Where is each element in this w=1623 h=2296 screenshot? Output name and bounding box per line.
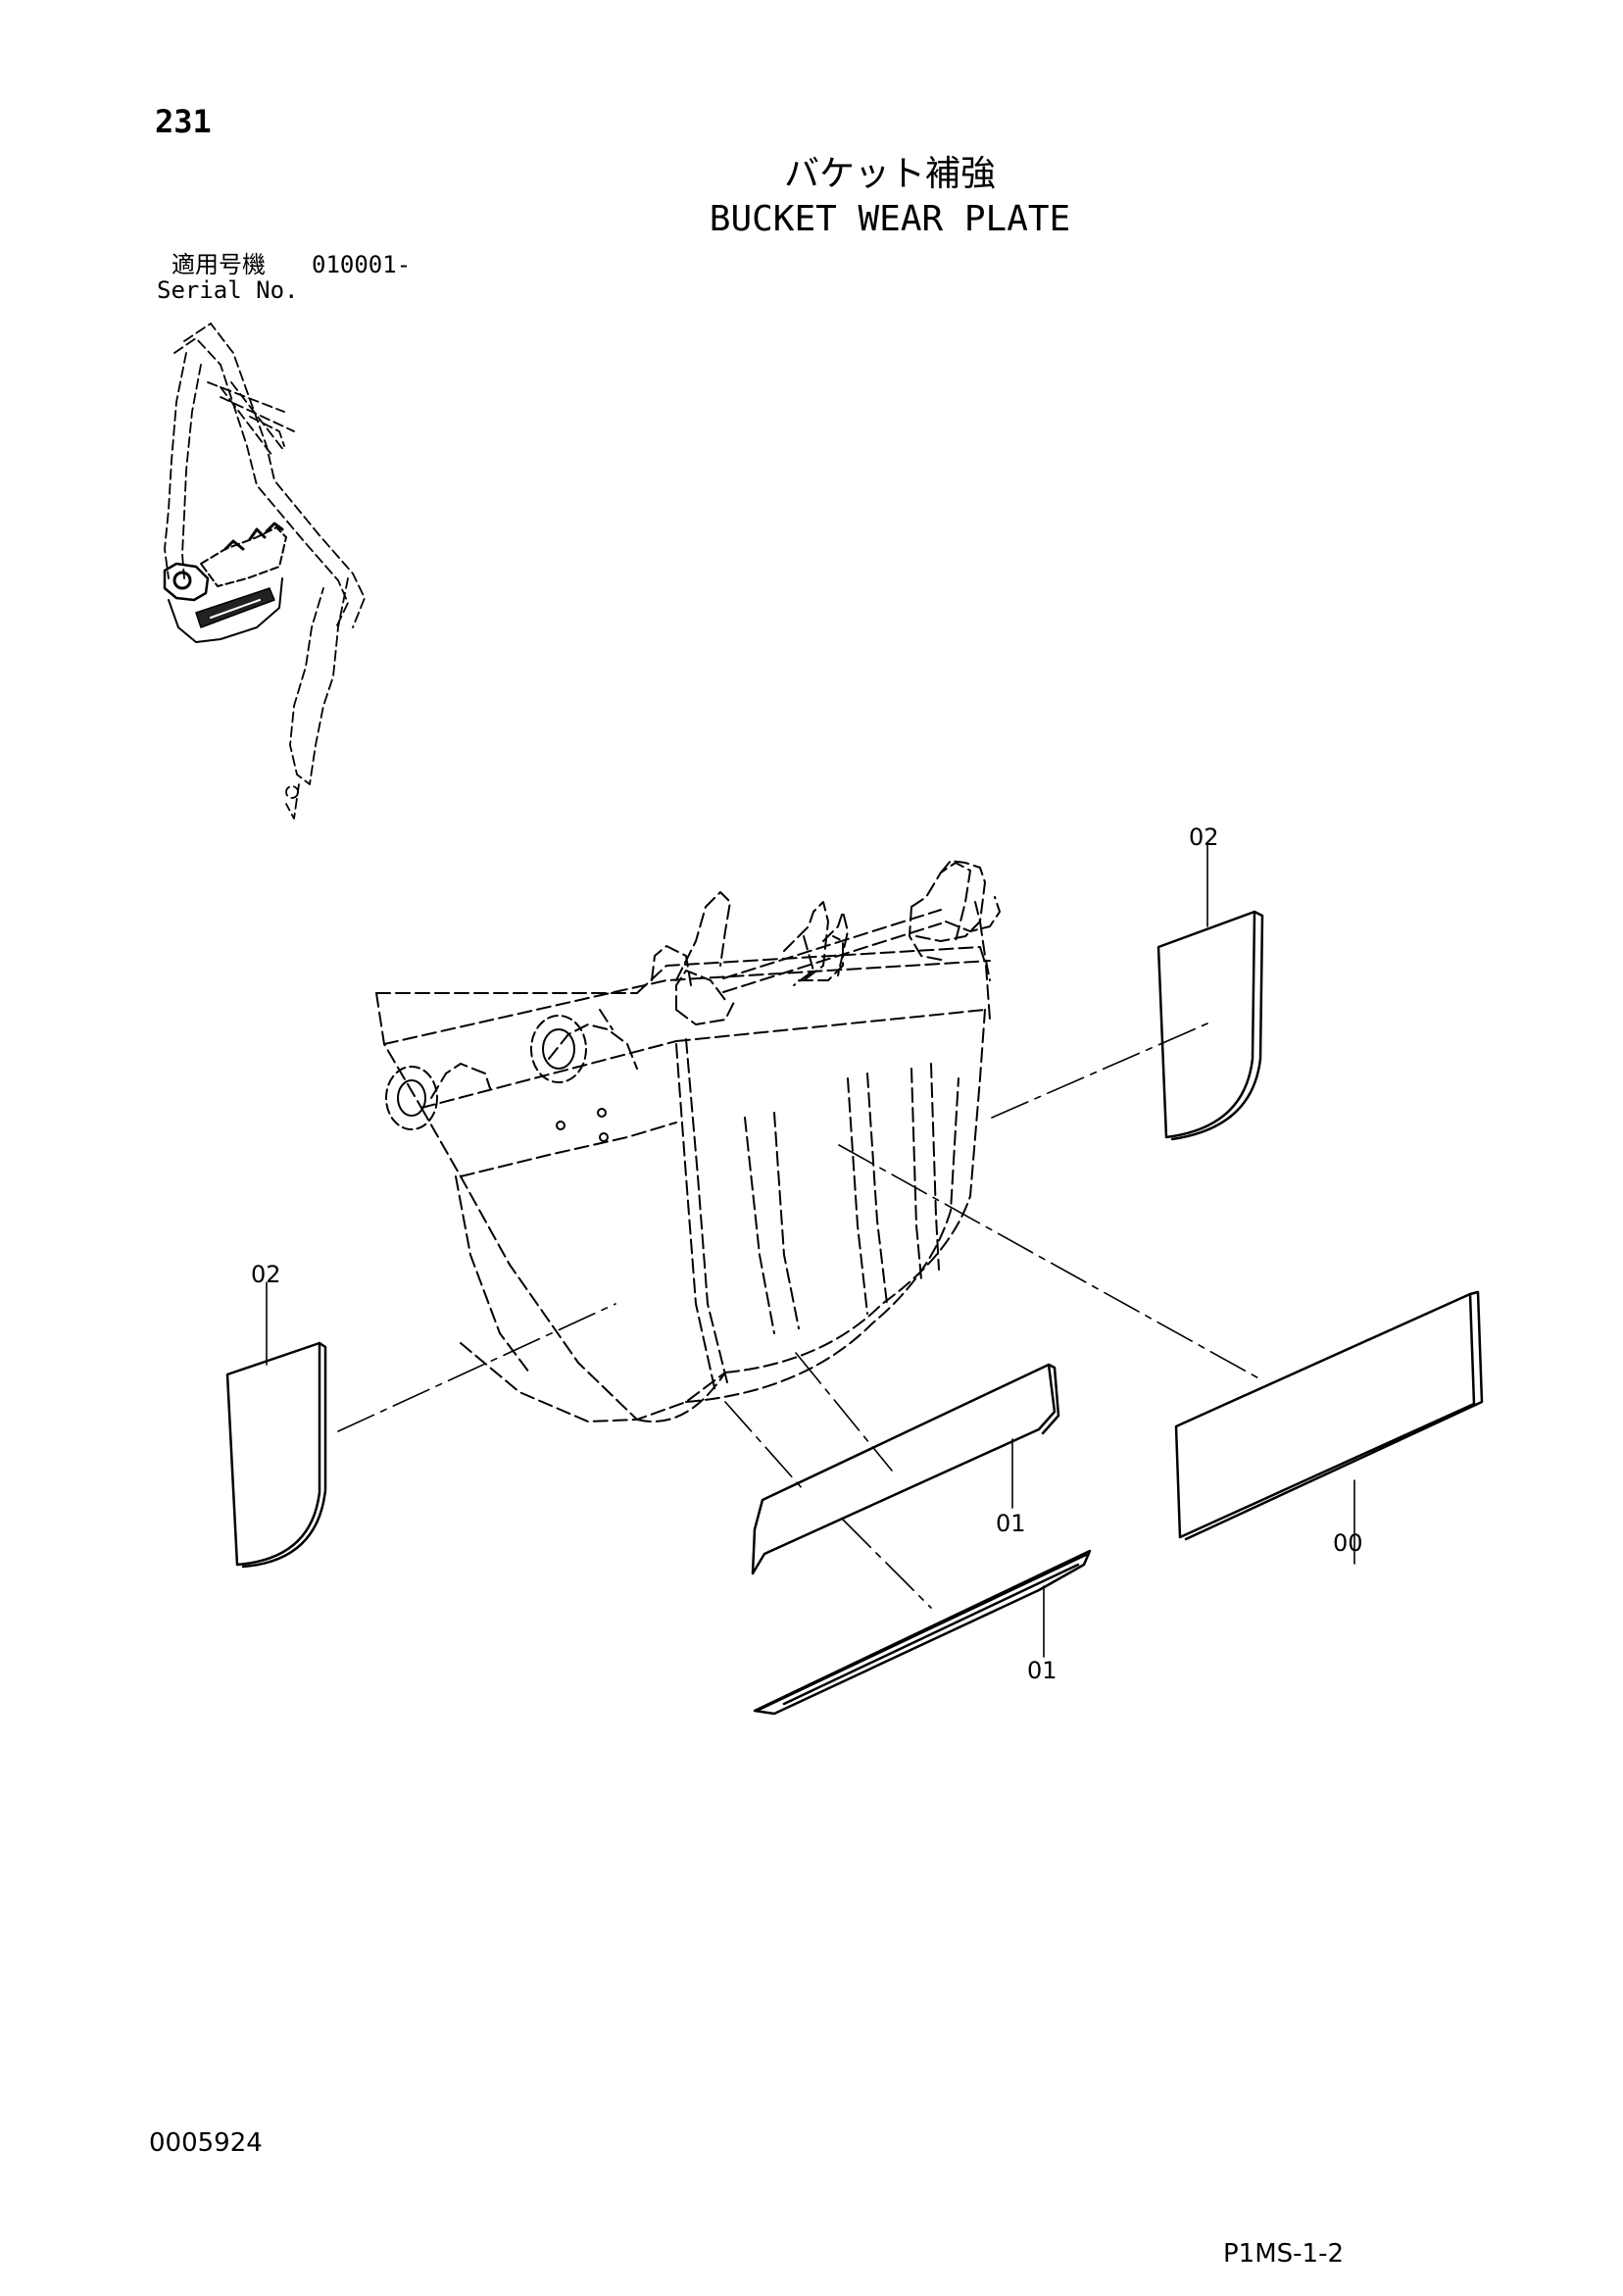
callout-right-02: 02	[1189, 824, 1219, 851]
cutting-edge-strip	[753, 1549, 1092, 1716]
side-plate-right	[1156, 910, 1264, 1141]
reference-code: P1MS-1-2	[1223, 2239, 1345, 2269]
callout-lower-01: 01	[1027, 1657, 1057, 1684]
callout-left-02: 02	[251, 1261, 281, 1288]
serial-label-japanese: 適用号機	[172, 251, 266, 278]
side-plate-left	[225, 1341, 327, 1569]
title-japanese: バケット補強	[783, 154, 996, 194]
bottom-wear-plate	[1174, 1290, 1484, 1541]
callout-upper-01: 01	[996, 1510, 1026, 1537]
callout-00: 00	[1333, 1529, 1363, 1557]
bucket-pin-bosses	[385, 1015, 609, 1142]
serial-number-range: 010001-	[312, 251, 412, 278]
bucket-outline	[375, 860, 1001, 1423]
page-number: 231	[155, 103, 212, 140]
serial-label-english: Serial No.	[157, 276, 299, 304]
excavator-thumbnail	[164, 323, 366, 820]
document-code: 0005924	[149, 2128, 263, 2158]
assembly-center-lines	[337, 1023, 1263, 1609]
title-english: BUCKET WEAR PLATE	[709, 199, 1071, 239]
front-wear-strip	[751, 1363, 1060, 1575]
excavator-thumbnail-bucket	[163, 522, 287, 643]
